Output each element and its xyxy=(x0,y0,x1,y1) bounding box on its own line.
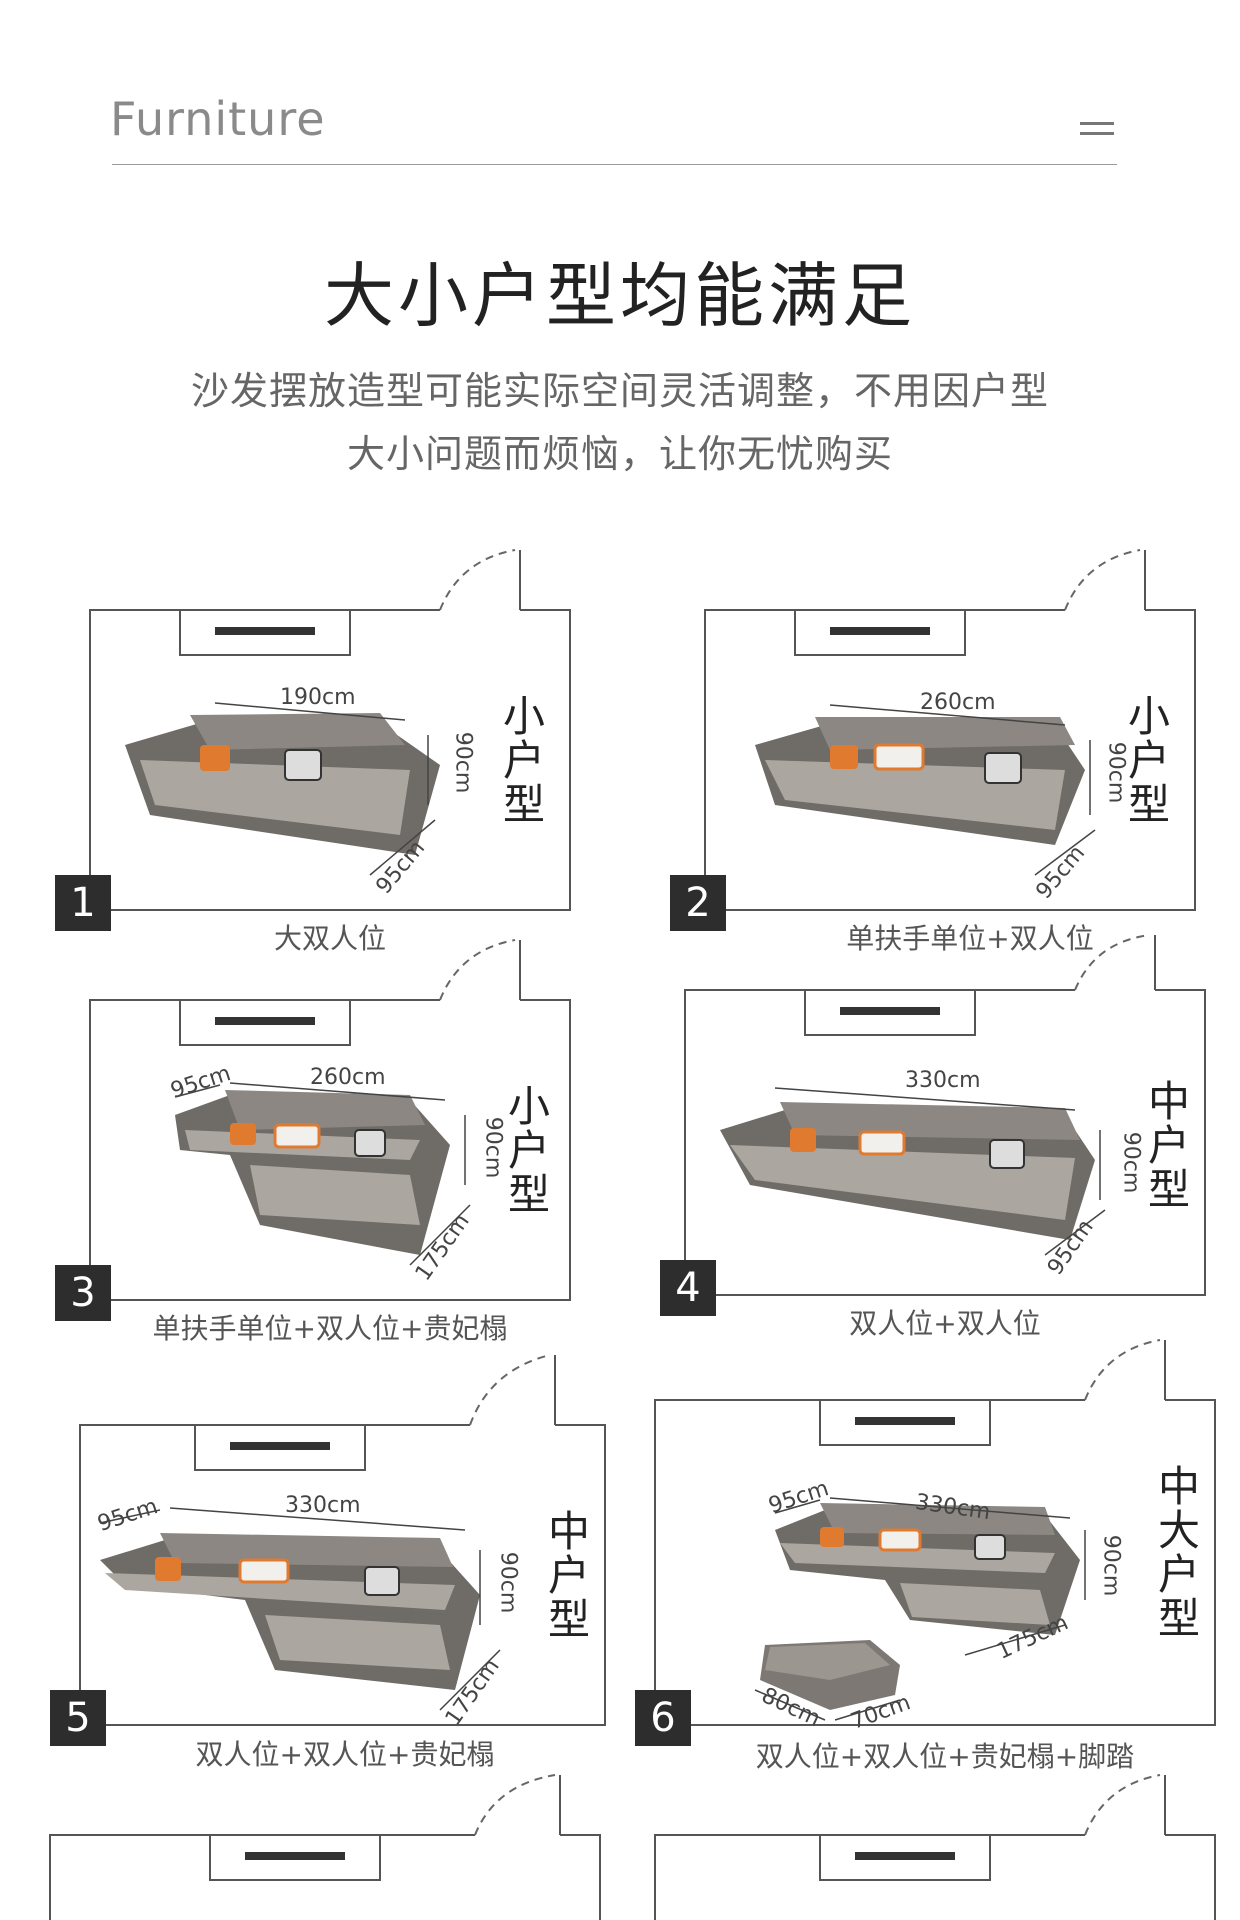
dim-width: 330cm xyxy=(905,1068,981,1093)
brand-logo: Furniture xyxy=(110,92,326,146)
sofa-illustration xyxy=(760,1503,1080,1710)
room-floorplan xyxy=(684,934,1206,1296)
room-size-label: 中大户型 xyxy=(1157,1462,1200,1643)
layout-caption: 双人位+双人位+贵妃榻+脚踏 xyxy=(755,1740,1135,1773)
room-floorplan xyxy=(49,1774,601,1920)
room-floorplan xyxy=(79,1354,606,1726)
layout-number-badge: 1 xyxy=(55,875,111,931)
room-size-label: 中户型 xyxy=(547,1507,590,1644)
layout-tile-5: 95cm 330cm 90cm 175cm 中户型 5 双人位+双人位+贵妃榻 xyxy=(50,1345,615,1771)
room-floorplan xyxy=(654,1339,1216,1726)
dim-height: 90cm xyxy=(480,1116,506,1179)
dim-width: 260cm xyxy=(310,1065,386,1090)
sofa-illustration xyxy=(755,717,1085,845)
layout-number-badge: 4 xyxy=(660,1260,716,1316)
header-divider xyxy=(112,164,1117,165)
layout-number-badge: 6 xyxy=(635,1690,691,1746)
dim-width: 260cm xyxy=(920,690,996,715)
room-size-label: 小户型 xyxy=(507,1082,550,1219)
layout-tile-7-partial xyxy=(45,1774,605,1920)
room-size-label: 小户型 xyxy=(1127,692,1170,829)
room-size-label: 小户型 xyxy=(502,692,545,829)
layout-tile-8-partial xyxy=(650,1774,1220,1920)
dim-height: 90cm xyxy=(1118,1131,1144,1194)
subtitle-line-2: 大小问题而烦恼，让你无忧购买 xyxy=(346,432,893,476)
dim-height: 90cm xyxy=(495,1551,521,1614)
layout-caption: 双人位+双人位+贵妃榻 xyxy=(195,1738,495,1771)
dim-width: 330cm xyxy=(285,1493,361,1518)
menu-icon[interactable] xyxy=(1080,122,1114,136)
room-floorplan xyxy=(89,549,571,911)
dim-height: 90cm xyxy=(450,731,476,794)
sofa-illustration xyxy=(720,1102,1095,1240)
sofa-illustration xyxy=(100,1533,480,1690)
layout-caption: 双人位+双人位 xyxy=(849,1307,1041,1340)
sofa-illustration xyxy=(175,1090,450,1255)
layout-caption: 单扶手单位+双人位 xyxy=(846,922,1094,955)
layout-number-badge: 3 xyxy=(55,1265,111,1321)
layout-tile-2: 260cm 90cm 95cm 小户型 2 单扶手单位+双人位 xyxy=(670,545,1196,965)
layout-tile-4: 330cm 90cm 95cm 中户型 4 双人位+双人位 xyxy=(660,930,1215,1340)
layout-caption: 单扶手单位+双人位+贵妃榻 xyxy=(152,1312,508,1345)
layout-number-badge: 2 xyxy=(670,875,726,931)
layout-tile-3: 95cm 260cm 90cm 175cm 小户型 3 单扶手单位+双人位+贵妃… xyxy=(55,935,580,1345)
layout-number-badge: 5 xyxy=(50,1690,106,1746)
subtitle-line-1: 沙发摆放造型可能实际空间灵活调整，不用因户型 xyxy=(190,369,1049,413)
sofa-illustration xyxy=(125,713,440,855)
layout-tile-1: 190cm 90cm 95cm 小户型 1 大双人位 xyxy=(55,545,580,965)
room-floorplan xyxy=(654,1774,1216,1920)
room-floorplan xyxy=(89,939,571,1301)
dim-height: 90cm xyxy=(1098,1534,1124,1597)
page-title: 大小户型均能满足 xyxy=(324,255,916,337)
dim-width: 190cm xyxy=(280,685,356,710)
room-floorplan xyxy=(704,549,1196,911)
room-size-label: 中户型 xyxy=(1147,1077,1190,1214)
layout-tile-6: 95cm 330cm 90cm 175cm 80cm 70cm 中大户型 6 双… xyxy=(635,1335,1220,1775)
layout-caption: 大双人位 xyxy=(273,922,386,955)
